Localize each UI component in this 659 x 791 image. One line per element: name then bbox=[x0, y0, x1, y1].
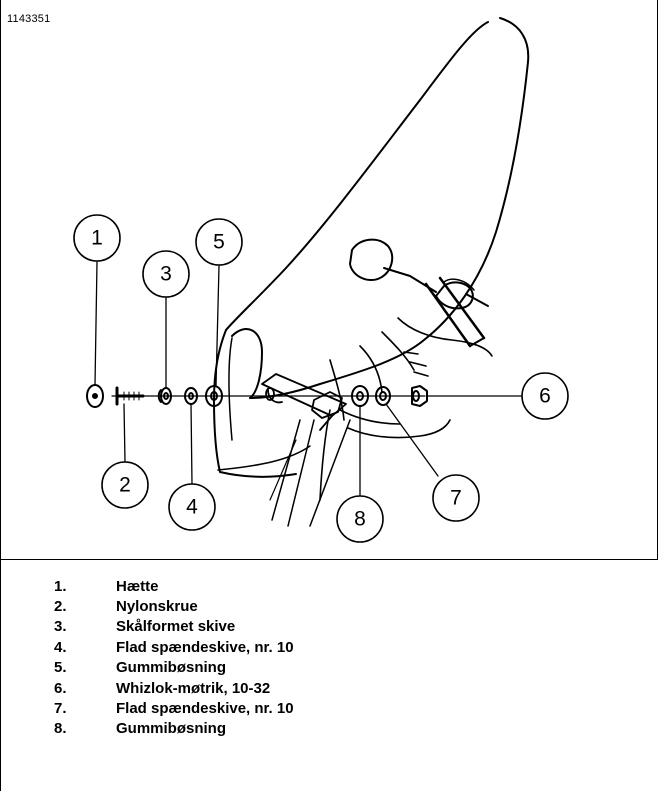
nylon-screw-part bbox=[115, 386, 145, 406]
leader-lines bbox=[94, 261, 524, 497]
mirror-bracket-drawing bbox=[349, 238, 489, 348]
legend-number: 8. bbox=[54, 720, 67, 738]
callout-circle-2 bbox=[101, 461, 149, 509]
callout-number-1: 1 bbox=[91, 227, 103, 250]
legend-item: 8. Gummibøsning bbox=[54, 719, 294, 739]
cap-part bbox=[86, 384, 104, 408]
whizlok-nut-part bbox=[411, 385, 428, 407]
figure-id: 1143351 bbox=[7, 13, 51, 25]
legend-label: Skålformet skive bbox=[116, 618, 236, 636]
legend-number: 5. bbox=[54, 659, 67, 677]
figure-frame bbox=[0, 0, 658, 560]
callout-number-2: 2 bbox=[119, 474, 131, 497]
legend-item: 2. Nylonskrue bbox=[54, 596, 294, 616]
legend-item: 5. Gummibøsning bbox=[54, 658, 294, 678]
legend-number: 4. bbox=[54, 638, 67, 656]
callout-circle-8 bbox=[336, 495, 384, 543]
callout-circle-3 bbox=[142, 250, 190, 298]
left-border-line bbox=[0, 0, 1, 791]
legend-item: 3. Skålformet skive bbox=[54, 617, 294, 637]
callout-circles bbox=[73, 214, 569, 543]
flat-washer-part-2 bbox=[375, 386, 391, 406]
legend-item: 6. Whizlok-møtrik, 10-32 bbox=[54, 678, 294, 698]
legend-item: 1. Hætte bbox=[54, 576, 294, 596]
legend-label: Whizlok-møtrik, 10-32 bbox=[116, 679, 271, 697]
mounting-block-drawing bbox=[261, 373, 347, 431]
legend-number: 6. bbox=[54, 679, 67, 697]
parts-legend: 1.Hætte 2.Nylonskrue 3.Skålformet skive … bbox=[54, 576, 294, 739]
callout-number-7: 7 bbox=[450, 487, 462, 510]
legend-item: 4. Flad spændeskive, nr. 10 bbox=[54, 637, 294, 657]
callout-circle-6 bbox=[521, 372, 569, 420]
callout-number-3: 3 bbox=[160, 263, 172, 286]
callout-circle-1 bbox=[73, 214, 121, 262]
rubber-grommet-part bbox=[205, 385, 223, 407]
callout-number-8: 8 bbox=[354, 508, 366, 531]
legend-label: Flad spændeskive, nr. 10 bbox=[116, 638, 294, 656]
callout-circle-4 bbox=[168, 483, 216, 531]
windshield-drawing bbox=[213, 17, 530, 478]
callout-circle-7 bbox=[432, 474, 480, 522]
legend-label: Gummibøsning bbox=[116, 720, 226, 738]
legend-number: 7. bbox=[54, 700, 67, 718]
callout-numbers: 1 2 3 4 5 6 7 8 bbox=[91, 227, 551, 531]
callout-number-4: 4 bbox=[186, 496, 198, 519]
legend-label: Nylonskrue bbox=[116, 598, 198, 616]
legend-label: Flad spændeskive, nr. 10 bbox=[116, 700, 294, 718]
callout-number-6: 6 bbox=[539, 385, 551, 408]
legend-number: 1. bbox=[54, 577, 67, 595]
legend-number: 2. bbox=[54, 598, 67, 616]
legend-label: Hætte bbox=[116, 577, 159, 595]
legend-number: 3. bbox=[54, 618, 67, 636]
legend-item: 7. Flad spændeskive, nr. 10 bbox=[54, 698, 294, 718]
legend-label: Gummibøsning bbox=[116, 659, 226, 677]
exploded-view-diagram: 1 2 3 4 5 6 7 8 bbox=[73, 17, 569, 543]
callout-circle-5 bbox=[195, 218, 243, 266]
callout-number-5: 5 bbox=[213, 231, 225, 254]
